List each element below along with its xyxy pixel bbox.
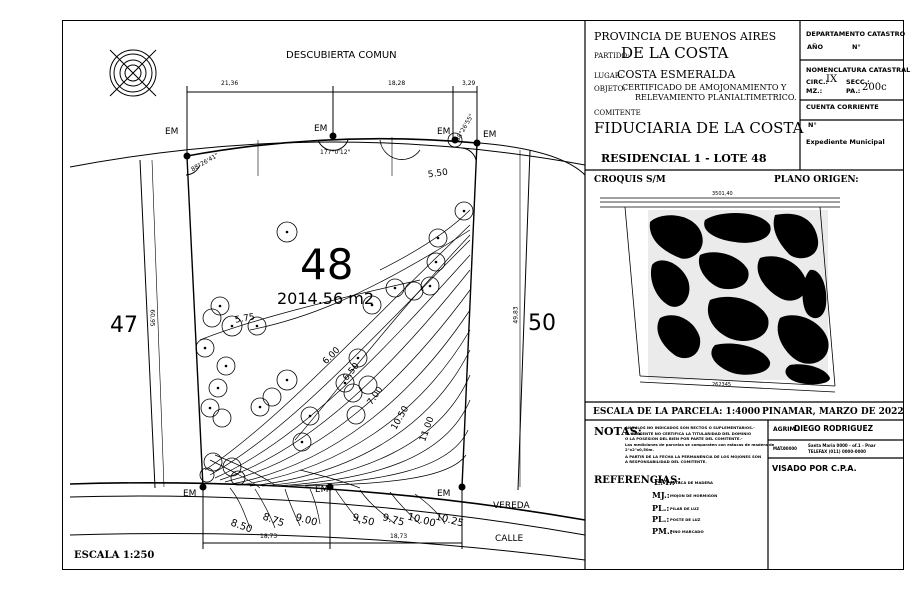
outer-frame bbox=[62, 20, 904, 570]
ref-code-3: PL.: bbox=[652, 503, 670, 513]
em-label-tc: EM bbox=[314, 124, 328, 134]
street-line-lowest bbox=[69, 532, 586, 561]
objeto-line2: RELEVAMIENTO PLANIALTIMETRICO. bbox=[635, 93, 797, 102]
escala-parcela: ESCALA DE LA PARCELA: 1:4000 bbox=[593, 407, 761, 417]
comitente-label: COMITENTE bbox=[594, 109, 641, 117]
depto-num-label: N° bbox=[852, 43, 861, 51]
agrim-label: AGRIM.: bbox=[773, 426, 801, 433]
depto-catastro-label: DEPARTAMENTO CATASTRO bbox=[806, 30, 906, 38]
province: PROVINCIA DE BUENOS AIRES bbox=[594, 30, 777, 43]
nota-line-1: ANGULOS NO INDICADOS SON RECTOS O SUPLEM… bbox=[625, 425, 755, 430]
objeto-label: OBJETO: bbox=[594, 85, 626, 93]
circ-value: IX bbox=[826, 74, 838, 85]
lot-area: 2014.56 m2 bbox=[277, 289, 375, 308]
ref-code-2: MJ.: bbox=[652, 490, 670, 500]
partido-label: PARTIDO: bbox=[594, 52, 630, 60]
bottom-dim-1: 18,73 bbox=[260, 533, 278, 540]
angle-center: 177°0'12" bbox=[320, 149, 351, 156]
ref-code-5: PM.: bbox=[652, 526, 673, 536]
side-dim-right: 49,83 bbox=[512, 306, 520, 324]
croquis-bottom-dim: 262345 bbox=[712, 382, 732, 388]
nota-line-4: Las mediciones de parcelas se comparaten… bbox=[625, 442, 775, 447]
right-curve-neighbor bbox=[479, 142, 586, 176]
ref-desc-5: PINO MARCADO bbox=[670, 529, 704, 534]
ref-code-4: PL.: bbox=[652, 514, 670, 524]
top-dim-2: 18,28 bbox=[388, 80, 406, 87]
nota-line-6: A PARTIR DE LA FECHA LA PERMANENCIA DE L… bbox=[625, 454, 762, 459]
em-label-tr2: EM bbox=[483, 130, 497, 140]
side-dim-left: 60,95 bbox=[148, 309, 156, 327]
notas-label: NOTAS: bbox=[594, 425, 642, 438]
lot-number: 48 bbox=[300, 240, 354, 289]
lot-top-boundary bbox=[186, 137, 478, 157]
street-line-lower bbox=[69, 495, 586, 536]
neighbor-left-lot: 47 bbox=[110, 313, 138, 338]
ano-label: AÑO bbox=[807, 43, 823, 51]
lot-right-side bbox=[461, 142, 478, 488]
croquis-label: CROQUIS S/M bbox=[594, 175, 666, 185]
referencias-label: REFERENCIAS: bbox=[594, 475, 682, 486]
nota-line-2: EL PRESENTE NO CERTIFICA LA TITULARIDAD … bbox=[625, 431, 752, 436]
circ-label: CIRC.: bbox=[806, 78, 829, 86]
em-label-bl: EM bbox=[183, 489, 197, 499]
top-dim-1: 21,36 bbox=[221, 80, 239, 87]
nota-line-7: A RESPONSABILIDAD DEL COMITENTE. bbox=[625, 459, 707, 464]
lugar-value: COSTA ESMERALDA bbox=[617, 68, 736, 81]
ref-desc-3: PILAR DE LUZ bbox=[670, 506, 699, 511]
nomenclatura-label: NOMENCLATURA CATASTRAL bbox=[806, 66, 911, 74]
top-street-curve bbox=[69, 141, 586, 168]
nota-line-5: 2"x2"x0,50m. bbox=[625, 447, 654, 452]
mat-label: MAT.: bbox=[773, 446, 786, 451]
trees bbox=[195, 132, 474, 486]
calle-label: CALLE bbox=[495, 534, 524, 544]
north-arrow bbox=[109, 49, 157, 97]
drawing-scale: ESCALA 1:250 bbox=[74, 550, 155, 561]
bottom-dim-2: 18,73 bbox=[390, 533, 408, 540]
objeto-line1: CERTIFICADO DE AMOJONAMIENTO Y bbox=[622, 83, 787, 92]
mz-label: MZ.: bbox=[806, 87, 823, 95]
left-neighbor-line bbox=[139, 159, 156, 489]
mat-value: 00000 bbox=[783, 446, 797, 451]
em-label-tr1: EM bbox=[437, 127, 451, 137]
plano-origen-label: PLANO ORIGEN: bbox=[774, 175, 859, 185]
fecha-lugar: PINAMAR, MARZO DE 2022 bbox=[762, 407, 904, 417]
top-street-label: DESCUBIERTA COMUN bbox=[286, 50, 397, 61]
ref-desc-1: ESTACA DE MADERA bbox=[670, 480, 714, 485]
ref-desc-2: MOJON DE HORMIGON bbox=[670, 493, 718, 498]
em-label-br: EM bbox=[437, 489, 451, 499]
nota-line-3: O LA POSESION DEL BIEN POR PARTE DEL COM… bbox=[625, 436, 743, 441]
comitente-value: FIDUCIARIA DE LA COSTA bbox=[594, 119, 804, 137]
top-dim-3: 3,29 bbox=[462, 80, 476, 87]
croquis-lots bbox=[649, 213, 830, 385]
secc-label: SECC.: bbox=[846, 78, 870, 86]
pa-label: PA.: bbox=[846, 87, 861, 95]
agrim-address: Santa Maria 0000 - of.1 - Pnar bbox=[808, 443, 876, 448]
agrim-phone: TELEFAX (011) 0000-0000 bbox=[808, 449, 866, 454]
vereda-label: VEREDA bbox=[493, 501, 530, 511]
ref-desc-4: POSTE DE LUZ bbox=[670, 517, 701, 522]
cuenta-corriente-label: CUENTA CORRIENTE bbox=[806, 103, 879, 111]
lugar-label: LUGAR: bbox=[594, 72, 623, 80]
ref-code-1: EM.: bbox=[654, 477, 675, 487]
em-markers bbox=[183, 132, 481, 491]
neighbor-right-lot: 50 bbox=[528, 311, 556, 336]
croquis-top-dim: 3501,40 bbox=[712, 191, 733, 197]
cuenta-num-label: N° bbox=[808, 121, 817, 129]
title-block-grid bbox=[584, 20, 904, 570]
em-label-bc: EM bbox=[315, 485, 329, 495]
agrim-name: DIEGO RODRIGUEZ bbox=[794, 424, 874, 433]
partido-value: DE LA COSTA bbox=[621, 44, 729, 62]
residencial-lote: RESIDENCIAL 1 - LOTE 48 bbox=[601, 152, 767, 165]
lot-left-side bbox=[186, 156, 204, 488]
em-label-tl: EM bbox=[165, 127, 179, 137]
pa-value: 200c bbox=[862, 82, 887, 93]
expediente-label: Expediente Municipal bbox=[806, 138, 885, 146]
visado-cpa: VISADO POR C.P.A. bbox=[772, 464, 857, 473]
